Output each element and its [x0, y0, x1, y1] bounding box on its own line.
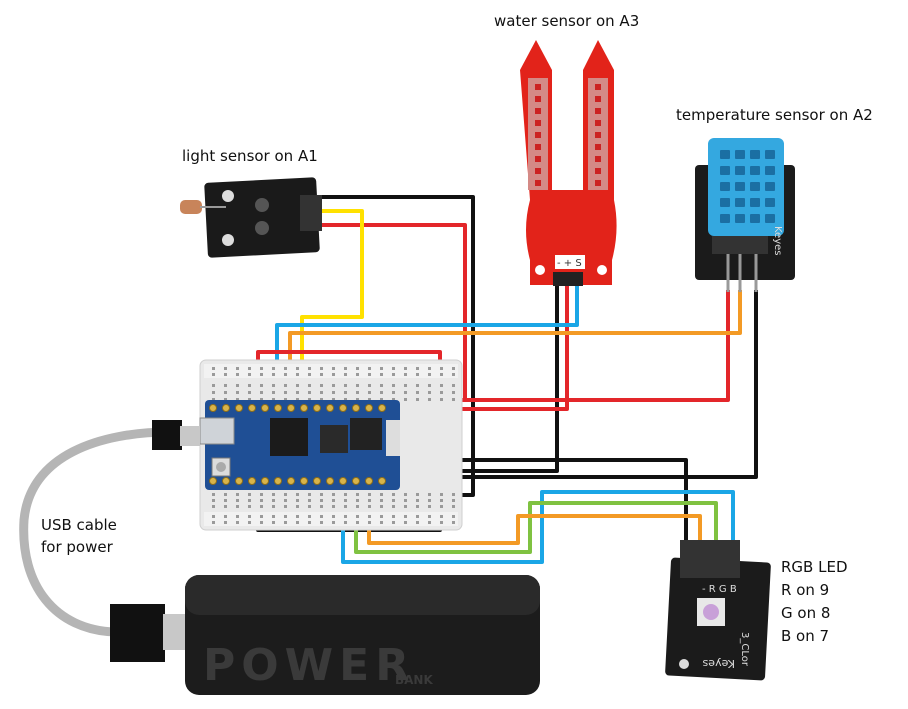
rgb-model-text: 3_CLor — [739, 632, 750, 667]
temperature-sensor-label: temperature sensor on A2 — [676, 106, 873, 124]
rgb-led-label-line2: R on 9 — [781, 581, 829, 599]
temp-keyes-text: Keyes — [772, 226, 783, 256]
rgb-led-label-line1: RGB LED — [781, 558, 848, 576]
usb-cable — [19, 420, 200, 662]
power-bank-subtext: BANK — [395, 673, 433, 687]
wire-rgb-orange — [367, 484, 702, 545]
usb-cable-label-line1: USB cable — [41, 516, 117, 534]
light-sensor-label: light sensor on A1 — [182, 147, 318, 165]
wire-temp-red — [440, 290, 730, 402]
water-sensor-module: - + S — [520, 40, 617, 286]
power-bank: POWER BANK — [185, 575, 540, 695]
wire-rgb-black — [440, 458, 688, 540]
wire-water-black — [440, 282, 559, 473]
rgb-led-label-line3: G on 8 — [781, 604, 830, 622]
wire-rgb-green — [354, 484, 718, 554]
wire-temp-black — [440, 290, 758, 479]
rgb-keyes-text: Keyes — [702, 657, 735, 670]
arduino-board — [199, 400, 400, 490]
rgb-led-module: - R G B 3_CLor Keyes — [665, 540, 771, 681]
rgb-pin-labels: - R G B — [702, 584, 737, 595]
wire-light-yellow — [300, 209, 364, 408]
power-bank-text: POWER — [203, 640, 415, 691]
water-pin-labels: - + S — [557, 258, 582, 269]
temperature-sensor-module: Keyes — [695, 138, 795, 292]
water-sensor-label: water sensor on A3 — [494, 12, 639, 30]
wire-rgb-blue — [341, 484, 735, 564]
usb-cable-label-line2: for power — [41, 538, 114, 556]
light-sensor-module — [180, 177, 322, 258]
rgb-led-label-line4: B on 7 — [781, 627, 829, 645]
